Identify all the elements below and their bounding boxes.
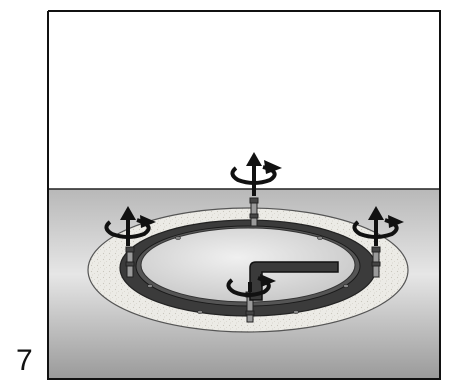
- screw-left: [126, 247, 134, 277]
- wall-area: [48, 11, 440, 189]
- screw-right: [372, 247, 380, 277]
- screw-rear: [250, 198, 258, 226]
